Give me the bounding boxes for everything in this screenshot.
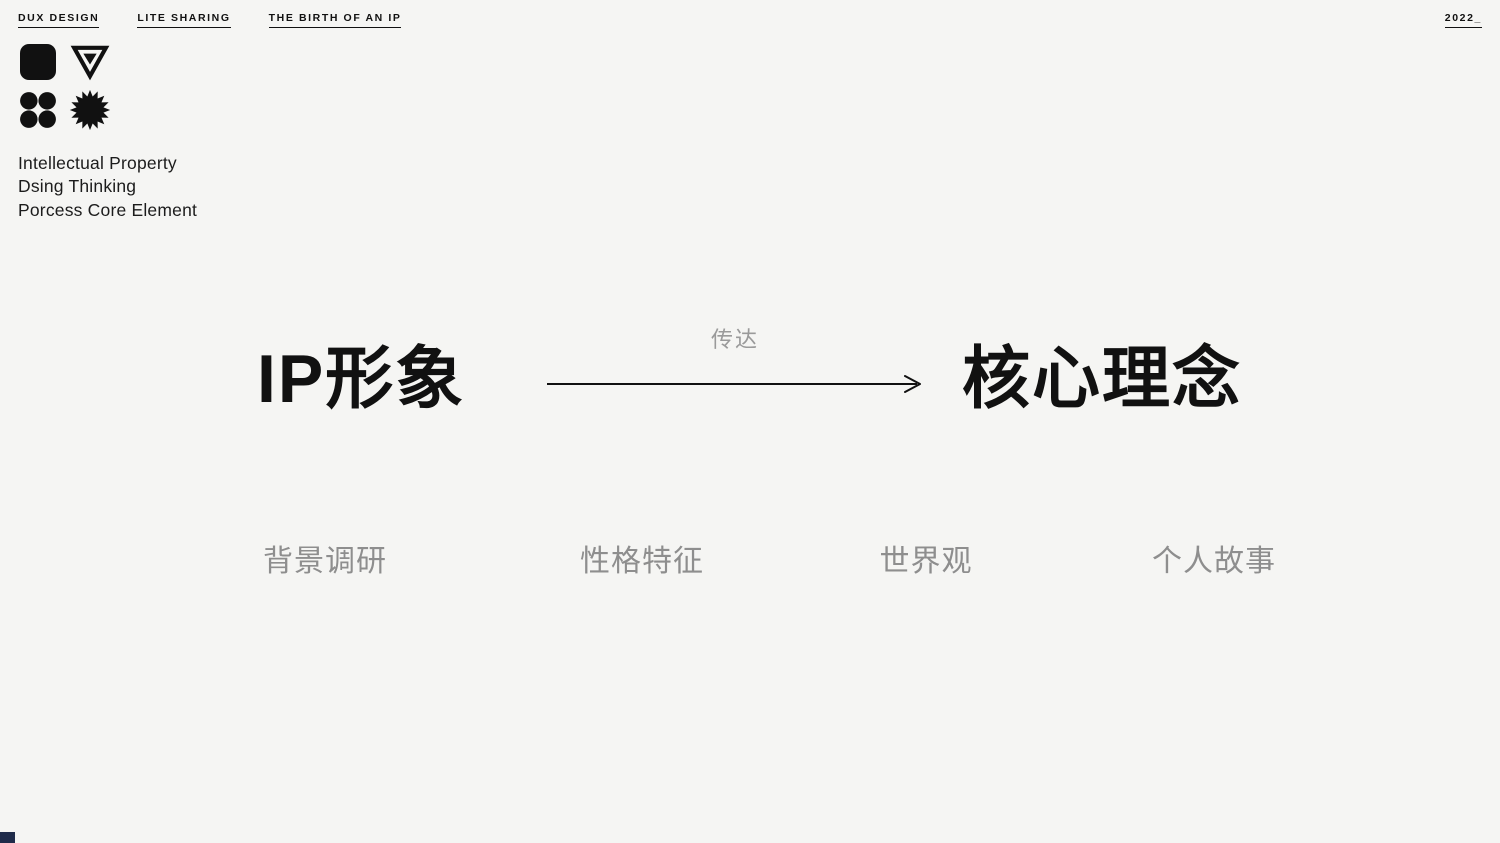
logo-block: Intellectual Property Dsing Thinking Por… <box>18 42 197 222</box>
four-dots-icon <box>20 92 56 128</box>
header-brand: DUX DESIGN <box>18 12 100 28</box>
right-arrow-icon <box>547 375 921 393</box>
diagram-element-3: 世界观 <box>879 545 973 578</box>
rounded-square-icon <box>20 44 56 80</box>
diagram-element-2: 性格特征 <box>580 545 704 578</box>
logo-caption: Intellectual Property Dsing Thinking Por… <box>18 152 197 222</box>
header-left-group: DUX DESIGN LITE SHARING THE BIRTH OF AN … <box>18 12 402 28</box>
arrow-label: 传达 <box>710 327 759 352</box>
diagram-element-1: 背景调研 <box>263 545 387 578</box>
diagram-target-title: 核心理念 <box>962 341 1243 417</box>
header-subtitle: LITE SHARING <box>137 12 231 28</box>
logo-caption-line: Intellectual Property <box>18 153 177 173</box>
header-title: THE BIRTH OF AN IP <box>268 12 402 28</box>
arrow-group: 传达 <box>545 322 925 396</box>
triangle-icon <box>70 45 110 81</box>
logo-caption-line: Porcess Core Element <box>18 199 198 220</box>
header-year: 2022_ <box>1444 12 1482 28</box>
logo-caption-line: Dsing Thinking <box>18 176 137 197</box>
diagram-element-4: 个人故事 <box>1152 545 1276 578</box>
top-bar: DUX DESIGN LITE SHARING THE BIRTH OF AN … <box>18 12 1482 28</box>
diagram-source-title: IP形象 <box>257 341 466 417</box>
starburst-icon <box>69 89 111 131</box>
corner-accent <box>0 832 15 843</box>
logo-icon-grid <box>18 42 197 131</box>
